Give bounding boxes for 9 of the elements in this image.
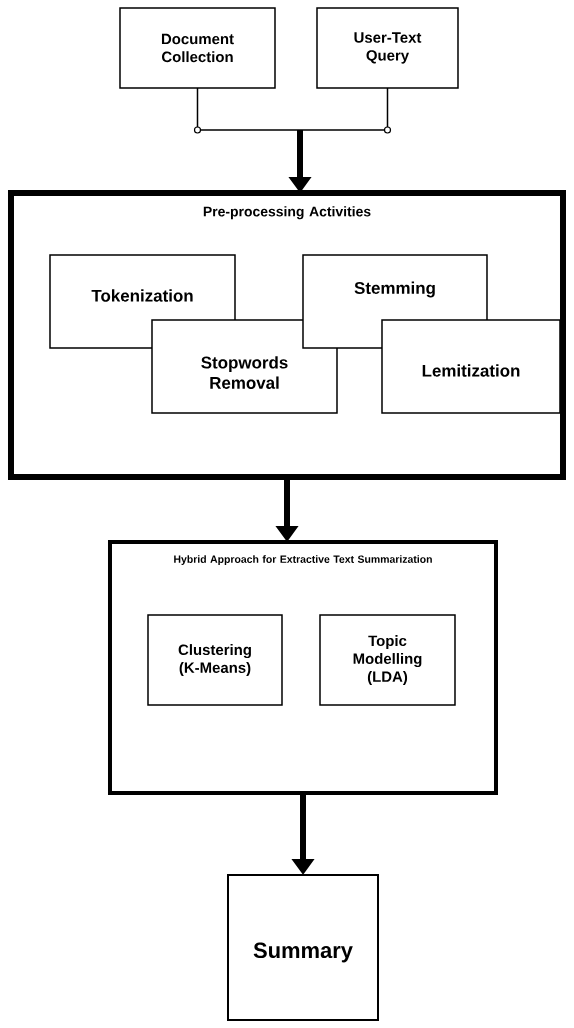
- process-box: Topic Modelling (LDA): [319, 614, 456, 706]
- connector-line: [193, 87, 301, 134]
- process-box: Clustering (K-Means): [147, 614, 283, 706]
- connector-line: [299, 87, 392, 134]
- process-box: Stopwords Removal: [151, 319, 338, 414]
- process-box: Lemitization: [381, 319, 561, 414]
- output-box: Summary: [227, 874, 379, 1021]
- input-box: User-Text Query: [316, 7, 459, 89]
- input-box: Document Collection: [119, 7, 276, 89]
